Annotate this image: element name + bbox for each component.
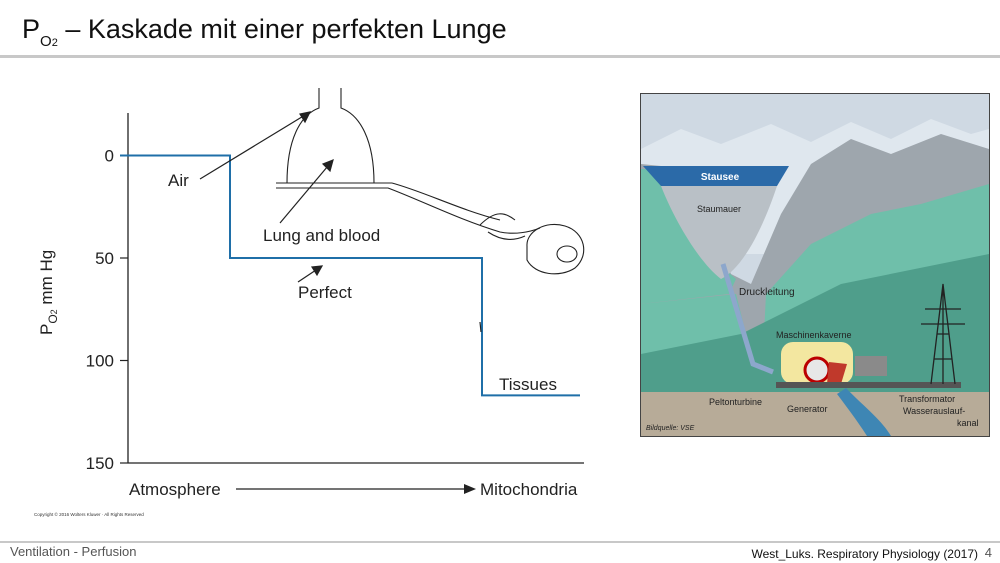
title-text: – Kaskade mit einer perfekten Lunge	[57, 14, 507, 44]
label-druckleitung: Druckleitung	[739, 287, 795, 298]
y-axis-label: PO2 mm Hg	[37, 250, 60, 335]
y-label-rest: mm Hg	[37, 250, 56, 310]
label-tissues: Tissues	[499, 375, 557, 394]
title-subscript-2: 2	[51, 37, 58, 49]
y-tick-label: 0	[105, 147, 114, 166]
label-stausee: Stausee	[701, 172, 740, 183]
label-peltonturbine: Peltonturbine	[709, 397, 762, 407]
lung-drawing	[276, 88, 585, 275]
title-divider	[0, 55, 1000, 58]
footer-section-title: Ventilation - Perfusion	[10, 544, 137, 559]
cascade-line	[120, 154, 580, 397]
label-kanal: kanal	[957, 418, 979, 428]
copyright-notice: Copyright © 2016 Wolters Kluwer · All Ri…	[34, 512, 144, 517]
hydropower-drawing: Stausee Staumauer Druckleitung Maschinen…	[641, 94, 989, 436]
page-number: 4	[984, 545, 992, 560]
image-credit: Bildquelle: VSE	[646, 425, 695, 432]
x-direction-arrowhead	[464, 484, 476, 494]
annotation-arrows	[199, 111, 482, 333]
title-letter: P	[22, 14, 41, 44]
x-label-atmosphere: Atmosphere	[129, 480, 221, 499]
y-label-sub: O	[46, 314, 60, 323]
po2-cascade-diagram: 0 50 100 150 PO2 mm Hg Air Lung and blood P…	[37, 88, 585, 499]
label-lung-and-blood: Lung and blood	[263, 226, 380, 245]
label-perfect: Perfect	[298, 283, 352, 302]
y-label-p: P	[37, 324, 56, 335]
label-maschinenkaverne: Maschinenkaverne	[776, 330, 852, 340]
y-tick-label: 50	[95, 249, 114, 268]
y-tick-label: 150	[86, 454, 114, 473]
hydropower-illustration: Stausee Staumauer Druckleitung Maschinen…	[640, 93, 990, 437]
label-generator: Generator	[787, 404, 828, 414]
y-ticks: 0 50 100 150	[86, 147, 128, 473]
label-staumauer: Staumauer	[697, 204, 741, 214]
footer-divider	[0, 541, 1000, 543]
x-label-mitochondria: Mitochondria	[480, 480, 578, 499]
title-subscript-o: O	[40, 33, 52, 50]
label-air: Air	[168, 171, 189, 190]
y-label-sub2: 2	[49, 309, 59, 314]
footer-source: West_Luks. Respiratory Physiology (2017)	[751, 547, 978, 561]
label-wasserauslauf: Wasserauslauf-	[903, 406, 965, 416]
slide-title: PO2 – Kaskade mit einer perfekten Lunge	[22, 14, 507, 50]
y-tick-label: 100	[86, 352, 114, 371]
label-transformator: Transformator	[899, 394, 955, 404]
title-subscript: O2	[40, 33, 58, 50]
svg-text:PO2 mm Hg: PO2 mm Hg	[37, 250, 60, 335]
